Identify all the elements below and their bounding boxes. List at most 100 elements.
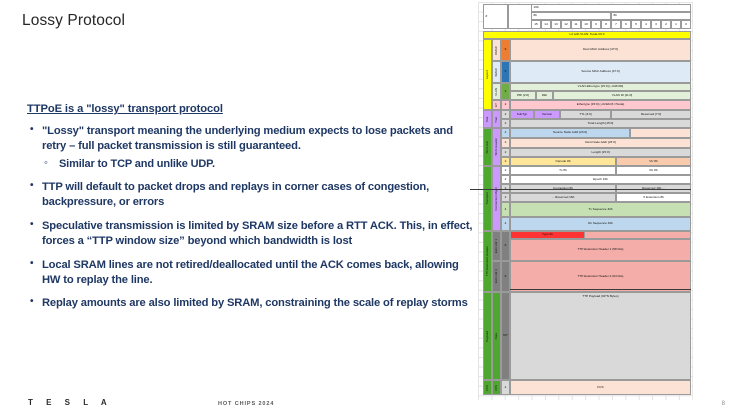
bytes-fcs: 4 [501,380,510,395]
sub-smac: SMAC [492,61,501,83]
sub-smac-label: SMAC [494,67,498,77]
bytes-vlan: 4 [501,83,510,100]
bit-label-9: 9 [591,20,601,29]
group-shim-hdr: Shim Hdr [483,128,492,166]
bit-label-3: 3 [651,20,661,29]
sub-extn-hdr-1-label: Extn Hdr 1 [494,238,498,254]
bytes-ethertype: 2 [501,100,510,110]
group-transport-label: Transport [485,192,489,205]
field-type-8b-remainder [585,231,691,239]
bytes-dmac: 6 [501,39,510,61]
field-version: Version [534,110,560,119]
sub-ethertype: ET [492,100,501,110]
bit-label-12: 12 [561,20,571,29]
field-dest-node-addr: Dest Node Addr [23:0] [510,138,691,148]
field-subtyp: SubTyp [510,110,534,119]
group-shim-header: Shim Header [492,128,501,166]
field-tx: Tx 8b [510,166,616,175]
group-shim-header-label: Shim Header [494,138,498,156]
bit-label-0: 0 [681,20,691,29]
slide-body: TTPoE is a "lossy" transport protocol "L… [27,103,475,320]
group-shim-hdr-label: Shim Hdr [485,140,489,154]
hash-header: # [483,4,508,29]
bit-label-1: 1 [671,20,681,29]
field-source-mac: Source MAC Address [47:0] [510,61,691,83]
sub-transport-label: Tran. [494,115,498,123]
group-connection-mgmt: Connection Mgmt [492,166,501,231]
field-epoch: Epoch 16b [510,175,691,184]
field-dest-node-addr-hi [630,128,691,138]
field-rx: Rx 8b [616,166,691,175]
bytes-ext1: 8 [501,231,510,261]
bytes-payload: 64* [501,292,510,380]
field-x-extension: X Extension 8b [616,193,691,202]
group-transport: Transport [483,166,492,231]
footer-event-label: HOT CHIPS 2024 [218,401,275,407]
bytes-opcode: 2 [501,157,510,166]
bytes-ttp-b: 2 [501,119,510,128]
bytes-ext2: 8 [501,261,510,292]
field-ttp-extension-header-1: TTP Extension Header 1 (58 bits) [510,239,691,261]
field-ttl: TTL [3:0] [560,110,611,119]
bit-label-13: 13 [551,20,561,29]
group-payload: Payload [483,292,492,380]
group-layer2: Layer2 [483,39,492,110]
list-item: Local SRAM lines are not retired/dealloc… [27,257,475,288]
field-opcode: Opcode 8b [510,157,616,166]
group-fcs-inner: FCS [492,380,501,395]
sub-data: Data [492,292,501,380]
bytes-rx-sequence: 4 [501,217,510,231]
field-reserved-16b-a: Reserved 16b ... [616,184,691,193]
sub-extn-hdr-1: Extn Hdr 1 [492,231,501,261]
group-tesla: Tesl. [483,110,492,128]
tesla-logo: T E S L A [28,398,113,407]
group-fcs-outer: FCS [483,380,492,395]
field-ethertype: Ethertype [15:0] (~0x9AC6 =Tesla) [510,100,691,110]
list-item: "Lossy" transport meaning the underlying… [27,123,475,171]
group-fcs-outer-label: FCS [485,384,489,391]
list-item: Similar to TCP and unlike UDP. [42,156,475,171]
bit-label-6: 6 [621,20,631,29]
bytes-src-node-hi: 2 [501,128,510,138]
group-payload-label: Payload [485,330,489,342]
bullet-text: "Lossy" transport meaning the underlying… [42,125,453,152]
group-layer2-label: Layer2 [485,69,489,80]
sub-bullet-list: Similar to TCP and unlike UDP. [42,156,475,171]
lead-in-heading: TTPoE is a "lossy" transport protocol [27,103,223,115]
sub-vlan: VLAN [492,83,501,100]
field-reserved-16b-b: ... Reserved 16b [510,193,616,202]
sub-dmac-label: DMAC [494,45,498,55]
field-fcs: FCS [510,380,691,395]
field-congestion: Congestion 8b [510,184,616,193]
bit-label-10: 10 [581,20,591,29]
group-ttp-extension-header: TTP Extension Header [483,231,492,292]
sub-vlan-label: VLAN [494,87,498,96]
sub-data-label: Data [494,332,498,340]
bit-label-2: 2 [661,20,671,29]
bytes-txrx: 2 [501,166,510,175]
sub-ethertype-label: ET [494,103,498,107]
bit-label-15: 15 [531,20,541,29]
field-pri: PRI [2:0] [510,91,536,100]
group-connection-mgmt-label: Connection Mgmt [494,186,498,211]
bytes-src-node-lo: 2 [501,138,510,148]
page-number: 8 [721,401,725,407]
bytes-length: 2 [501,148,510,157]
field-vlan-id: VLAN ID [11:0] [553,91,691,100]
divider-payload [510,289,691,290]
field-reserved-7-0: Reserved [7:0] [611,110,691,119]
bit-label-7: 7 [611,20,621,29]
field-dei: DEI [536,91,553,100]
field-ttp-payload: TTP Payload (64*N Bytes) [510,292,691,380]
bytes-smac: 6 [501,61,510,83]
list-item: Speculative transmission is limited by S… [27,218,475,249]
divider-transport [470,189,691,190]
width-8b-high-label: 8b [531,12,611,20]
field-total-length: Total Length [15:0] [510,119,691,128]
sub-extn-hdr-2-label: Extn Hdr 2 [494,269,498,284]
bullet-list: "Lossy" transport meaning the underlying… [27,123,475,311]
bit-label-11: 11 [571,20,581,29]
list-item: TTP will default to packet drops and rep… [27,179,475,210]
field-tx-sequence: Tx Sequence 32b [510,202,691,217]
width-16b-label: 16b [531,4,691,12]
